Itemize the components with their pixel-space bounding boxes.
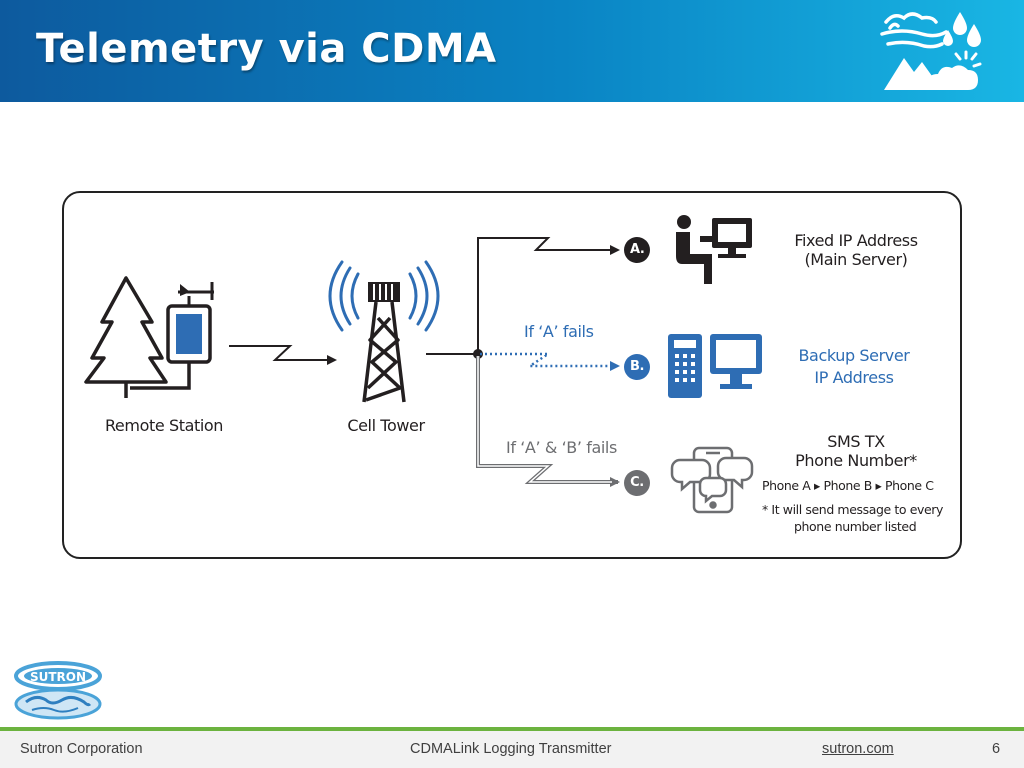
path-a-arrow	[477, 237, 620, 354]
path-c-condition: If ‘A’ & ‘B’ fails	[506, 438, 617, 457]
slide-title: Telemetry via CDMA	[36, 26, 497, 72]
main-server-label-line1: Fixed IP Address	[794, 231, 918, 250]
footer-bar	[0, 731, 1024, 768]
footer-accent-line	[0, 727, 1024, 731]
backup-server-icon	[668, 334, 762, 398]
main-server-label-line2: (Main Server)	[804, 250, 908, 269]
diagram-frame	[62, 191, 962, 559]
footer-company: Sutron Corporation	[20, 741, 143, 757]
sms-phone-icon	[670, 446, 754, 514]
weather-logo-icon	[880, 12, 982, 90]
backup-server-label-line1: Backup Server	[798, 346, 910, 365]
marker-b-label: B.	[630, 359, 645, 374]
sms-note-line1: * It will send message to every	[762, 502, 944, 517]
marker-c-circle	[624, 470, 650, 496]
page-number: 6	[992, 741, 1001, 757]
phone-sequence-label: Phone A ▸ Phone B ▸ Phone C	[762, 478, 934, 493]
path-b-arrow	[480, 352, 620, 371]
marker-c-label: C.	[630, 475, 644, 490]
weather-station-icon	[130, 282, 214, 390]
tree-icon	[84, 276, 168, 398]
cell-tower-icon	[328, 260, 440, 403]
footer-website-link[interactable]: sutron.com	[822, 741, 894, 757]
person-at-computer-icon	[676, 215, 752, 284]
remote-station-label: Remote Station	[104, 416, 224, 435]
sutron-logo: SUTRON	[14, 661, 102, 720]
sms-note-line2: phone number listed	[794, 519, 917, 534]
title-bar	[0, 0, 1024, 102]
marker-b-circle	[624, 354, 650, 380]
remote-to-tower-arrow	[229, 345, 337, 365]
svg-text:SUTRON: SUTRON	[30, 670, 86, 684]
marker-a-circle	[624, 237, 650, 263]
cell-tower-label: Cell Tower	[347, 416, 425, 435]
marker-a-label: A.	[630, 242, 645, 257]
sms-label-line2: Phone Number*	[795, 451, 917, 470]
sms-label-line1: SMS TX	[827, 432, 885, 451]
backup-server-label-line2: IP Address	[814, 368, 894, 387]
path-c-arrow	[476, 356, 620, 487]
footer-product: CDMALink Logging Transmitter	[410, 741, 612, 757]
path-b-condition: If ‘A’ fails	[524, 322, 594, 341]
